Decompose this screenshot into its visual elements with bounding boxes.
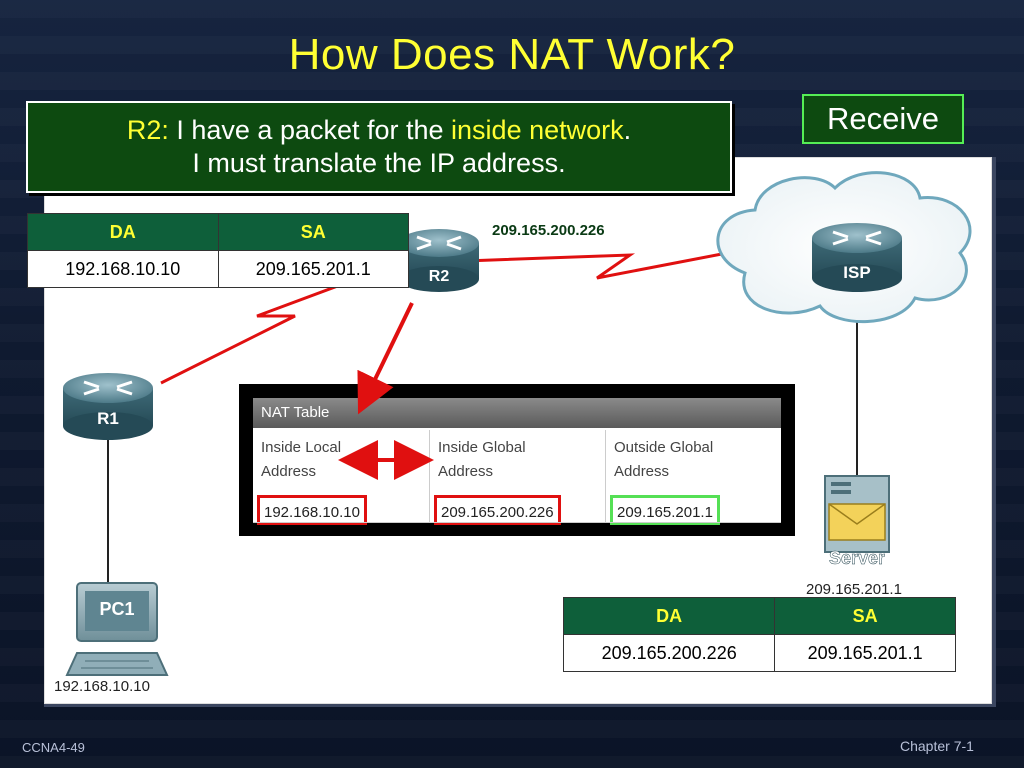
nat-table-columns: Inside Local Address 192.168.10.10 Insid… xyxy=(253,430,782,525)
callout-prefix: R2: xyxy=(126,115,169,145)
nat-table-title: NAT Table xyxy=(253,398,781,428)
serial-link-r2-isp xyxy=(464,236,806,280)
pc1-computer: PC1 xyxy=(65,582,169,676)
callout-highlight: inside network xyxy=(451,115,624,145)
packet-sa-header: SA xyxy=(217,213,409,251)
r1-label: R1 xyxy=(97,409,119,428)
router-isp: ISP xyxy=(812,223,902,292)
nat-row-separator xyxy=(253,522,781,523)
wan-ip-label: 209.165.200.226 xyxy=(492,222,605,239)
nat-inside-global-value: 209.165.200.226 xyxy=(434,495,561,525)
nat-table: NAT Table Inside Local Address 192.168.1… xyxy=(253,398,782,525)
nat-col-header: Inside Global Address xyxy=(430,430,606,484)
canvas-shadow-bottom xyxy=(44,702,996,707)
nat-col-inside-global: Inside Global Address 209.165.200.226 xyxy=(429,430,606,525)
topology-drawing: R2 R1 ISP PC1 xyxy=(63,171,972,676)
nat-col-header-line2: Address xyxy=(261,463,317,480)
r2-label: R2 xyxy=(429,268,450,285)
nat-col-outside-global: Outside Global Address 209.165.201.1 xyxy=(605,430,782,525)
server-icon: Server xyxy=(824,475,890,568)
packet-value-row: 192.168.10.10 209.165.201.1 xyxy=(27,250,409,288)
packet-header-translated: DA SA 209.165.200.226 209.165.201.1 xyxy=(562,597,956,672)
canvas-shadow xyxy=(990,157,996,705)
r2-callout: R2: I have a packet for the inside netwo… xyxy=(26,101,732,193)
packet-da-value: 209.165.200.226 xyxy=(562,634,776,672)
page-title: How Does NAT Work? xyxy=(288,30,736,79)
packet-da-value: 192.168.10.10 xyxy=(27,250,219,288)
footer-chapter: Chapter 7-1 xyxy=(900,738,974,754)
packet-sa-header: SA xyxy=(774,597,956,635)
router-r1: R1 xyxy=(63,373,153,440)
packet-sa-value: 209.165.201.1 xyxy=(774,634,956,672)
callout-text2: . xyxy=(623,115,632,145)
pc1-ip-label: 192.168.10.10 xyxy=(54,678,150,695)
nat-col-header-line1: Outside Global xyxy=(614,439,714,456)
nat-col-header-line1: Inside Local xyxy=(261,439,342,456)
footer-course: CCNA4-49 xyxy=(22,740,85,755)
receive-badge: Receive xyxy=(802,94,964,144)
packet-header-inbound: DA SA 192.168.10.10 209.165.201.1 xyxy=(27,213,409,288)
packet-header-row: DA SA xyxy=(27,213,409,251)
isp-label: ISP xyxy=(843,263,870,282)
router-r2: R2 xyxy=(399,229,479,292)
nat-col-header-line2: Address xyxy=(438,463,494,480)
nat-col-header: Inside Local Address xyxy=(253,430,429,484)
nat-col-inside-local: Inside Local Address 192.168.10.10 xyxy=(253,430,429,525)
nat-col-header-line2: Address xyxy=(614,463,670,480)
nat-table-frame: NAT Table Inside Local Address 192.168.1… xyxy=(239,384,795,536)
packet-sa-value: 209.165.201.1 xyxy=(217,250,409,288)
packet-da-header: DA xyxy=(27,213,219,251)
packet-header-row: DA SA xyxy=(562,597,956,635)
callout-line2: I must translate the IP address. xyxy=(192,148,566,178)
pc1-label: PC1 xyxy=(99,599,134,619)
packet-da-header: DA xyxy=(562,597,776,635)
server-ip-label: 209.165.201.1 xyxy=(806,581,902,598)
server-label: Server xyxy=(829,548,885,568)
nat-inside-local-value: 192.168.10.10 xyxy=(257,495,367,525)
nat-outside-global-value: 209.165.201.1 xyxy=(610,495,720,525)
nat-col-header: Outside Global Address xyxy=(606,430,782,484)
nat-col-header-line1: Inside Global xyxy=(438,439,526,456)
callout-line1: R2: I have a packet for the inside netwo… xyxy=(28,114,730,147)
packet-value-row: 209.165.200.226 209.165.201.1 xyxy=(562,634,956,672)
callout-text1: I have a packet for the xyxy=(168,115,452,145)
